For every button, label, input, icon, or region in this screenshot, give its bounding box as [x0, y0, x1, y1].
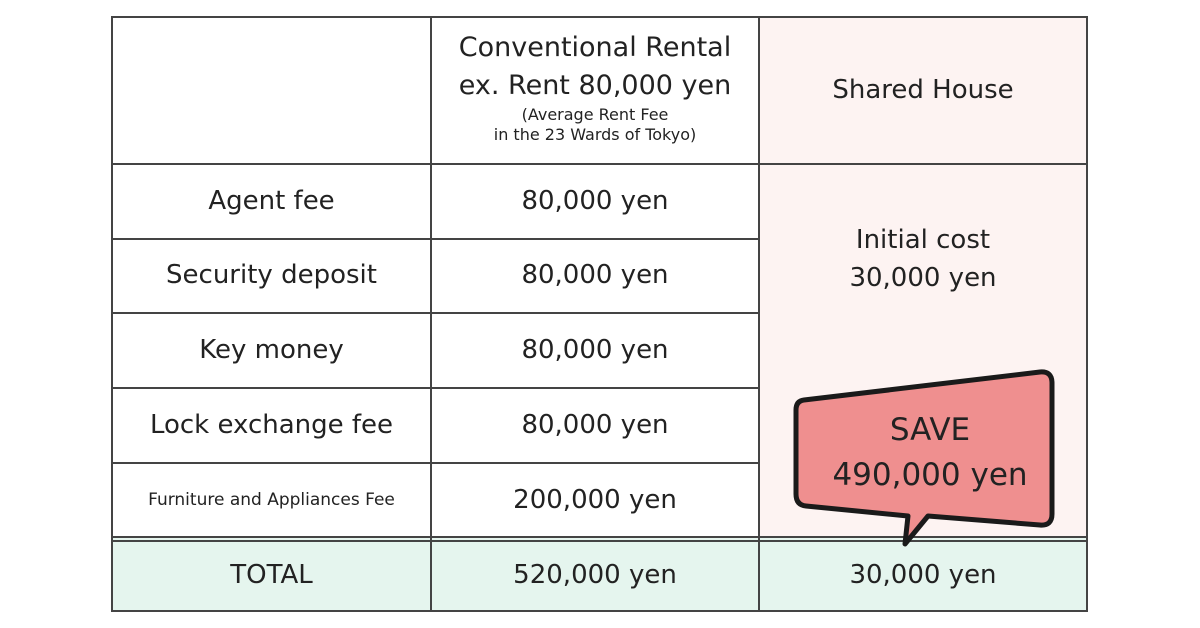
row-label-key-money: Key money — [199, 334, 344, 365]
row-value-key-money: 80,000 yen — [521, 334, 669, 365]
header-shared-house-label: Shared House — [832, 74, 1014, 105]
row-label-agent-fee: Agent fee — [208, 185, 335, 216]
row-label-lock-exchange-fee: Lock exchange fee — [149, 409, 394, 440]
grid-line — [112, 312, 760, 314]
grid-line — [430, 16, 432, 612]
grid-line — [112, 540, 1088, 542]
row-value-agent-fee: 80,000 yen — [521, 185, 669, 216]
header-shared-house: Shared House — [759, 17, 1087, 164]
grid-line — [112, 387, 760, 389]
savings-speech-bubble — [793, 369, 1055, 547]
header-conventional-title: Conventional Rental — [458, 32, 732, 63]
grid-line — [112, 163, 1088, 165]
row-label-security-deposit: Security deposit — [166, 260, 377, 291]
grid-line — [112, 16, 1088, 18]
header-note-line1: (Average Rent Fee — [521, 104, 669, 124]
total-shared: 30,000 yen — [849, 559, 997, 590]
row-label-furniture-fee: Furniture and Appliances Fee — [148, 490, 395, 511]
header-conventional-rent: ex. Rent 80,000 yen — [458, 69, 732, 101]
savings-text: SAVE 490,000 yen — [800, 408, 1060, 498]
grid-line — [112, 610, 1088, 612]
header-note-line2: in the 23 Wards of Tokyo) — [493, 125, 697, 145]
total-label: TOTAL — [230, 559, 313, 590]
savings-amount: 490,000 yen — [832, 456, 1028, 493]
initial-cost-value: 30,000 yen — [849, 262, 997, 293]
row-value-security-deposit: 80,000 yen — [521, 260, 669, 291]
grid-line — [112, 238, 760, 240]
grid-line — [758, 16, 760, 612]
savings-label: SAVE — [889, 412, 971, 448]
grid-line — [111, 16, 113, 612]
grid-line — [112, 462, 760, 464]
row-value-lock-exchange-fee: 80,000 yen — [521, 409, 669, 440]
initial-cost-label: Initial cost — [855, 225, 991, 255]
total-conventional: 520,000 yen — [513, 559, 677, 590]
row-value-furniture-fee: 200,000 yen — [513, 484, 677, 515]
total-row-bg — [112, 538, 1087, 611]
grid-line — [112, 536, 1088, 538]
grid-line — [1086, 16, 1088, 612]
header-conventional-rental: Conventional Rental ex. Rent 80,000 yen … — [431, 17, 759, 164]
